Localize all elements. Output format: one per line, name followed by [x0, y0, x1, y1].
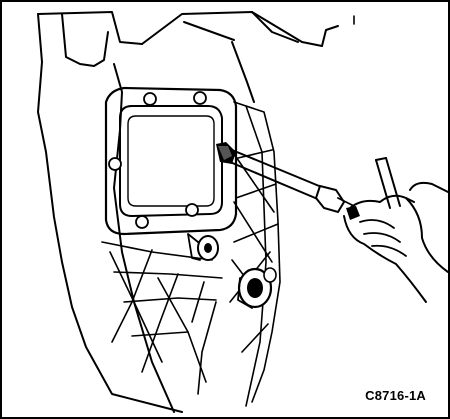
- extension-tool-icon: [216, 142, 355, 214]
- cover-bolts: [108, 91, 207, 229]
- figure-caption: C8716-1A: [365, 388, 426, 403]
- case-ribs: [229, 101, 281, 407]
- case-lattice: [101, 241, 223, 395]
- hand-illustration: [343, 181, 448, 303]
- pin-punch-icon: [375, 157, 401, 209]
- inspection-cover-plate: [104, 86, 238, 236]
- case-boss-upper: [187, 233, 219, 261]
- housing-outline: [37, 11, 339, 413]
- case-boss-lower: [237, 267, 277, 309]
